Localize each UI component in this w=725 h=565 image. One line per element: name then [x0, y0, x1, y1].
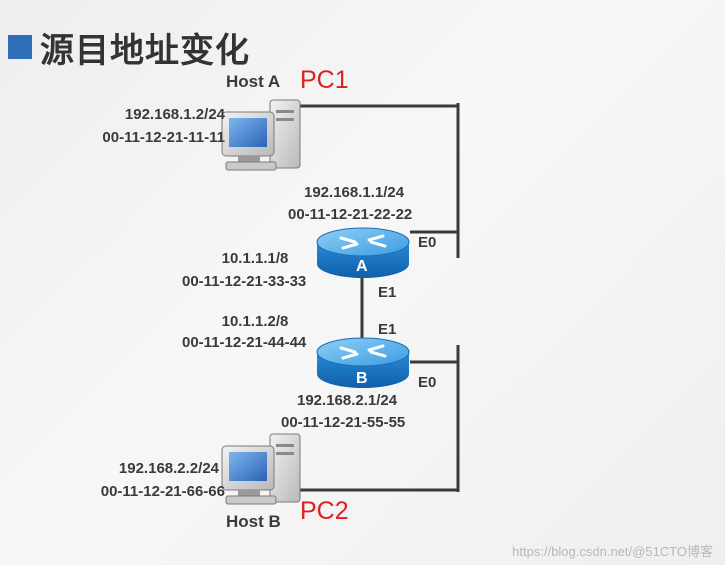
slide-title: 源目地址变化 — [40, 30, 250, 71]
host-b-computer-icon — [221, 433, 301, 505]
lan2-links — [300, 345, 460, 492]
router-b-icon — [316, 337, 410, 388]
router-a-letter: A — [356, 258, 368, 275]
router-b-e0-ip: 192.168.2.1/24 — [297, 392, 398, 409]
router-a-e1-mac: 00-11-12-21-33-33 — [182, 273, 307, 290]
router-a-e0-port: E0 — [418, 234, 437, 251]
router-b-letter: B — [356, 370, 368, 387]
host-b-name: Host B — [226, 512, 281, 531]
router-b-e0-port: E0 — [418, 374, 437, 391]
host-a-name: Host A — [226, 72, 281, 91]
router-b-e1-ip: 10.1.1.2/8 — [221, 313, 289, 330]
host-a-mac: 00-11-12-21-11-11 — [102, 129, 225, 146]
router-b-e1-port: E1 — [378, 321, 397, 338]
host-b-mac: 00-11-12-21-66-66 — [100, 483, 225, 500]
router-a-e1-ip: 10.1.1.1/8 — [221, 250, 289, 267]
host-b-ip: 192.168.2.2/24 — [118, 460, 219, 477]
router-a-e0-mac: 00-11-12-21-22-22 — [288, 206, 413, 223]
router-b-e0-mac: 00-11-12-21-55-55 — [281, 414, 406, 431]
host-a-pc-tag: PC1 — [300, 66, 349, 94]
host-a-computer-icon — [221, 99, 301, 171]
router-a-icon — [316, 227, 410, 278]
watermark: https://blog.csdn.net/@51CTO博客 — [512, 544, 713, 559]
host-b-pc-tag: PC2 — [300, 497, 349, 525]
router-a-e1-port: E1 — [378, 284, 397, 301]
router-a-e0-ip: 192.168.1.1/24 — [304, 184, 405, 201]
title-bullet-icon — [8, 35, 32, 59]
slide-header: 源目地址变化 — [8, 22, 250, 72]
lan1-links — [296, 103, 460, 258]
router-b-e1-mac: 00-11-12-21-44-44 — [182, 334, 307, 351]
host-a-ip: 192.168.1.2/24 — [124, 106, 225, 123]
